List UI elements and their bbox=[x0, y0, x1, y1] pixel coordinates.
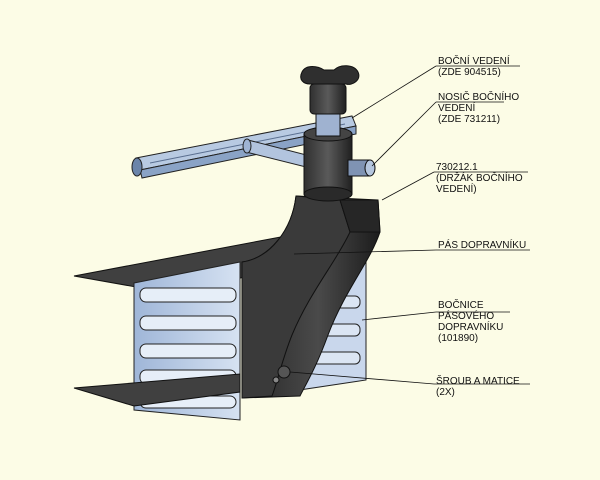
callout-conveyor-belt: PÁS DOPRAVNÍKU bbox=[438, 240, 526, 251]
callout-conveyor-sidewall: BOČNICE PÁSOVÉHO DOPRAVNÍKU (101890) bbox=[438, 300, 503, 344]
callout-side-guide: BOČNÍ VEDENÍ (ZDE 904515) bbox=[438, 56, 510, 78]
callout-line: PÁS DOPRAVNÍKU bbox=[438, 240, 527, 251]
clamp-knob bbox=[300, 65, 360, 137]
guide-carrier-cylinder bbox=[303, 126, 376, 202]
conveyor-belt-bottom bbox=[73, 373, 241, 407]
callout-line: BOČNÍ VEDENÍ bbox=[438, 56, 510, 67]
callout-line: (ZDE 904515) bbox=[438, 67, 501, 78]
callout-line: NOSIČ BOČNÍHO bbox=[438, 92, 520, 103]
callout-line: BOČNICE bbox=[438, 300, 484, 311]
callout-line: DOPRAVNÍKU bbox=[438, 322, 504, 333]
callout-guide-carrier: NOSIČ BOČNÍHO VEDENÍ (ZDE 731211) bbox=[438, 92, 519, 125]
guide-carrier-rod bbox=[242, 138, 319, 171]
callout-line: 730212.1 bbox=[436, 162, 478, 173]
callout-line: PÁSOVÉHO bbox=[438, 311, 495, 322]
callout-screw-nut: ŠROUB A MATICE (2X) bbox=[436, 376, 520, 398]
callout-line: (ZDE 731211) bbox=[438, 114, 501, 125]
callout-line: VEDENÍ) bbox=[436, 184, 477, 195]
callout-line: ŠROUB A MATICE bbox=[436, 376, 520, 387]
callout-guide-holder: 730212.1 (DRŽÁK BOČNÍHO VEDENÍ) bbox=[436, 162, 523, 195]
callout-line: (101890) bbox=[438, 333, 479, 344]
callout-line: VEDENÍ bbox=[438, 103, 476, 114]
callout-line: (DRŽÁK BOČNÍHO bbox=[436, 173, 523, 184]
leader-lines bbox=[289, 65, 530, 385]
guide-holder-bracket bbox=[241, 195, 381, 399]
callout-line: (2X) bbox=[436, 387, 455, 398]
